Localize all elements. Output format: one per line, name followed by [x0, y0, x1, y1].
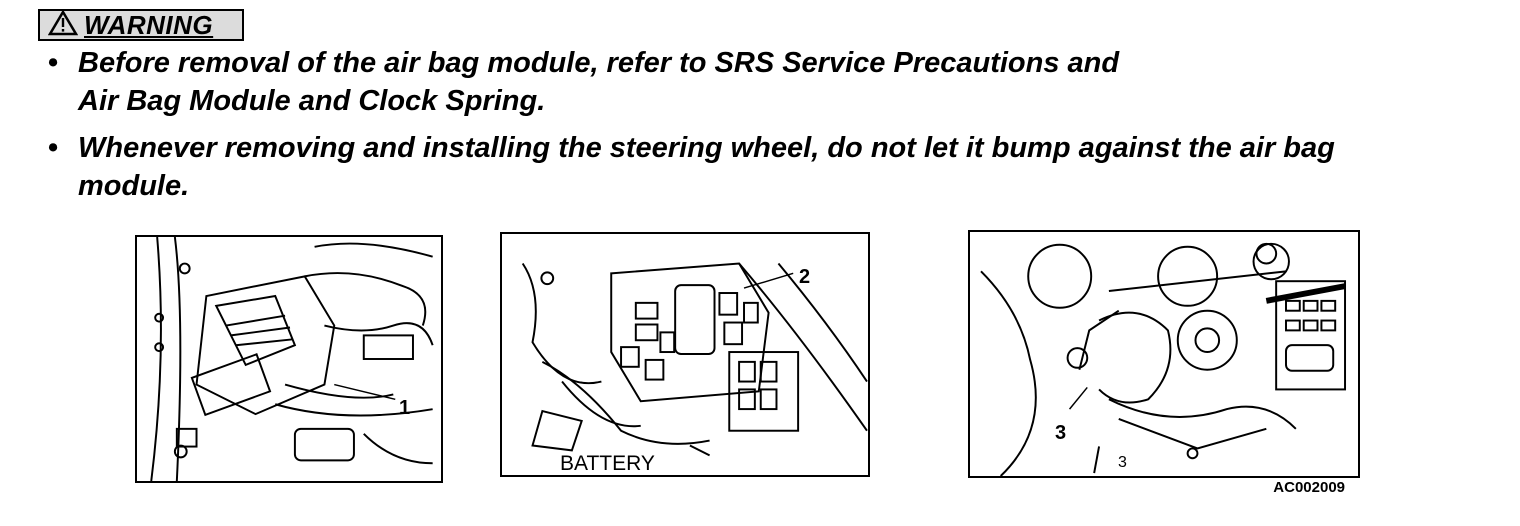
battery-label: BATTERY: [560, 452, 655, 475]
warning-header: WARNING: [38, 9, 244, 41]
bullet-2-line-1: Whenever removing and installing the ste…: [78, 132, 1335, 164]
bullet-1: • Before removal of the air bag module, …: [48, 44, 1308, 120]
callout-2: 2: [799, 266, 811, 288]
callout-1: 1: [399, 397, 411, 419]
bullet-1-line-1: Before removal of the air bag module, re…: [78, 47, 1120, 79]
callout-3: 3: [1055, 422, 1067, 444]
figure-code: AC002009: [1273, 479, 1345, 496]
warning-label: WARNING: [84, 9, 214, 40]
bullet-1-line-2: Air Bag Module and Clock Spring.: [78, 85, 546, 117]
warning-triangle-icon: [47, 9, 79, 41]
bullet-2: • Whenever removing and installing the s…: [48, 129, 1488, 205]
figure-1-illustration: 1: [135, 235, 443, 483]
small-label-3: 3: [1118, 454, 1127, 471]
bullet-dot: •: [48, 132, 59, 164]
figure-2-illustration: 2 BATTERY: [500, 232, 870, 477]
bullet-2-line-2: module.: [78, 170, 190, 202]
figure-3-illustration: 3 3: [968, 230, 1360, 478]
bullet-dot: •: [48, 47, 59, 79]
